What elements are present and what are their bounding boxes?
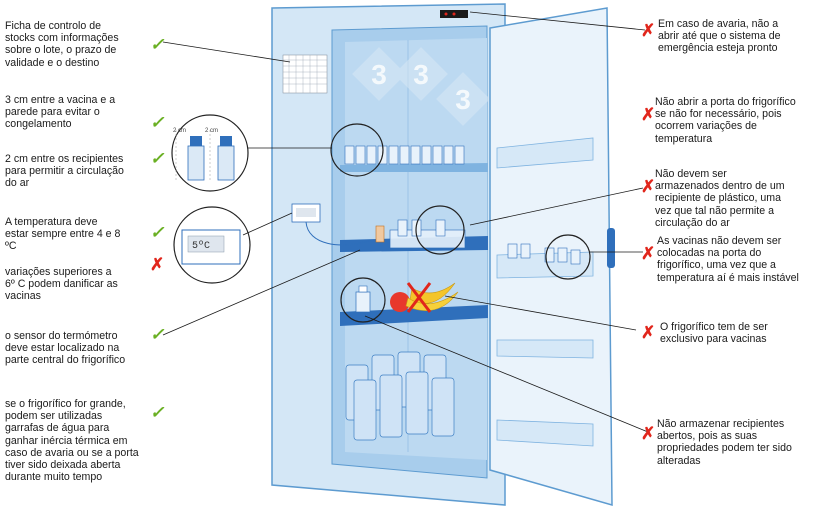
check-icon: ✓ <box>150 403 165 422</box>
watermark-digit: 3 <box>455 84 471 115</box>
label-open-containers: Não armazenar recipientes abertos, pois … <box>657 418 792 467</box>
inset-spacing <box>171 114 249 192</box>
label-water-bottles: se o frigorífico for grande, podem ser u… <box>5 398 139 484</box>
fridge-door <box>489 7 615 506</box>
watermark-digit: 3 <box>371 59 387 90</box>
label-stock-sheet: Ficha de controlo de stocks com informaç… <box>5 20 119 69</box>
callout-circle <box>340 277 386 323</box>
check-icon: ✓ <box>150 325 165 344</box>
leader-lines <box>162 11 649 433</box>
label-door-storage: As vacinas não devem ser colocadas na po… <box>657 235 799 284</box>
label-door-opening: Não abrir a porta do frigorífico se não … <box>655 96 796 145</box>
check-icon: ✓ <box>150 149 165 168</box>
label-sensor-position: o sensor do termómetro deve estar locali… <box>5 330 126 367</box>
label-power-failure: Em caso de avaria, não a abrir até que o… <box>658 18 781 55</box>
thermometer-reading: 5ºC <box>192 241 210 252</box>
cross-icon: ✗ <box>641 21 656 40</box>
label-plastic-container: Não devem ser armazenados dentro de um r… <box>655 168 785 229</box>
cross-icon: ✗ <box>641 105 656 124</box>
food-items <box>390 282 459 313</box>
check-icon: ✓ <box>150 223 165 242</box>
cross-icon: ✗ <box>641 177 656 196</box>
callout-circle <box>415 205 465 255</box>
check-icon: ✓ <box>150 35 165 54</box>
fridge-body <box>271 3 506 506</box>
watermark <box>352 47 490 126</box>
label-exclusive-use: O frigorífico tem de ser exclusivo para … <box>660 321 768 346</box>
watermark-digit: 3 <box>413 59 429 90</box>
check-icon: ✓ <box>150 113 165 132</box>
cross-icon: ✗ <box>641 424 656 443</box>
cross-icon: ✗ <box>150 255 165 274</box>
label-wall-distance: 3 cm entre a vacina e a parede para evit… <box>5 94 116 131</box>
cross-icon: ✗ <box>641 323 656 342</box>
label-temperature-variation: variações superiores a 6º C podem danifi… <box>5 266 118 303</box>
label-temperature-range: A temperatura deve estar sempre entre 4 … <box>5 216 121 253</box>
callout-circle <box>330 123 384 177</box>
water-bottles <box>345 351 455 441</box>
callout-circle <box>545 234 591 280</box>
cross-icon: ✗ <box>641 244 656 263</box>
open-vial <box>355 285 371 313</box>
inset-thermometer <box>173 206 251 284</box>
label-container-spacing: 2 cm entre os recipientes para permitir … <box>5 153 124 190</box>
inset-distance-label: 2 cm <box>205 128 218 134</box>
vaccine-vials-top-shelf <box>344 145 465 165</box>
inset-distance-label: 2 cm <box>173 128 186 134</box>
